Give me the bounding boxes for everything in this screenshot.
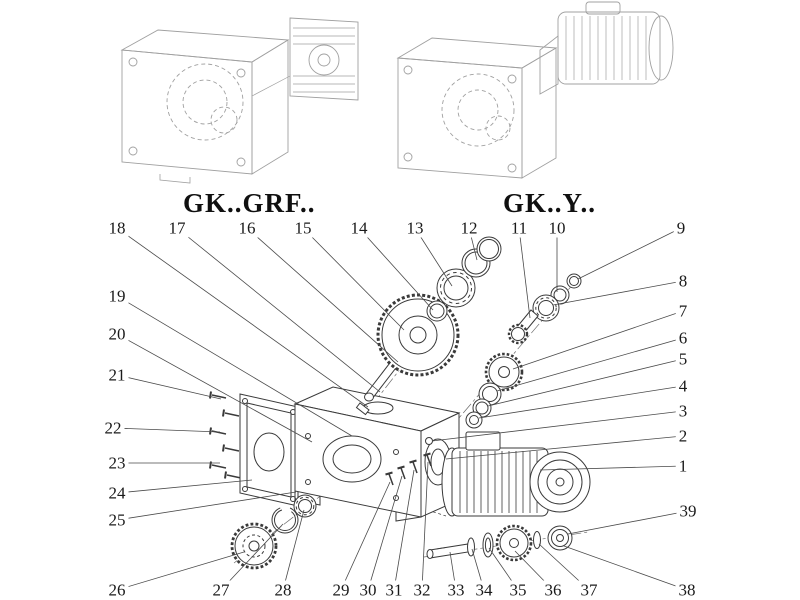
leader-line-32	[421, 461, 429, 591]
leader-line-4	[478, 385, 684, 419]
leader-line-31	[393, 469, 415, 591]
leader-line-29	[340, 481, 391, 591]
leader-line-38	[563, 545, 688, 591]
leader-line-24	[116, 479, 253, 494]
leader-line-22	[112, 427, 221, 433]
leader-line-21	[116, 374, 222, 400]
leader-line-12	[468, 227, 478, 261]
leader-line-13	[414, 227, 453, 287]
exploded-view	[209, 236, 591, 570]
leader-line-26	[116, 551, 245, 591]
shaft-key	[355, 402, 370, 416]
leader-line-39	[567, 510, 689, 535]
leader-line-28	[282, 509, 305, 591]
leader-line-20	[116, 333, 313, 443]
flange-screws	[209, 391, 242, 479]
leader-line-8	[552, 280, 684, 306]
leader-line-7	[512, 310, 684, 370]
leader-line-27	[220, 523, 284, 591]
output-gear-assembly	[355, 236, 502, 416]
leader-line-35	[488, 547, 519, 591]
second-stage-gear-set	[230, 494, 317, 570]
cover-screws	[385, 452, 432, 486]
leader-line-36	[514, 550, 554, 591]
leader-line-17	[176, 227, 381, 393]
leader-line-18	[116, 227, 369, 408]
leader-line-15	[302, 227, 405, 331]
leader-line-9	[577, 227, 682, 280]
motor-fan-cover	[529, 451, 591, 513]
leader-line-5	[487, 358, 684, 407]
output-shaft-set	[426, 524, 573, 562]
assembled-gearbox-grf-view	[120, 17, 359, 184]
leader-line-33	[449, 551, 457, 591]
leader-line-1	[539, 465, 684, 471]
leader-line-19	[116, 295, 353, 437]
variant-title-gk-grf: GK..GRF..	[183, 188, 316, 218]
leader-line-14	[358, 227, 434, 311]
mounting-flange-plate	[239, 393, 299, 507]
motor-terminal-box	[465, 431, 501, 451]
assembled-gearbox-y-view	[396, 1, 674, 179]
snap-ring	[271, 506, 299, 534]
leader-line-11	[518, 227, 531, 319]
input-pinion-assembly	[465, 273, 582, 429]
leader-line-34	[471, 548, 485, 591]
leader-line-25	[116, 491, 297, 521]
electric-motor	[441, 431, 591, 517]
leader-line-16	[246, 227, 399, 363]
leader-line-2	[445, 435, 684, 460]
leader-line-6	[496, 337, 684, 392]
leader-line-30	[367, 475, 403, 591]
leader-line-3	[431, 410, 684, 442]
variant-title-gk-y: GK..Y..	[503, 188, 597, 218]
